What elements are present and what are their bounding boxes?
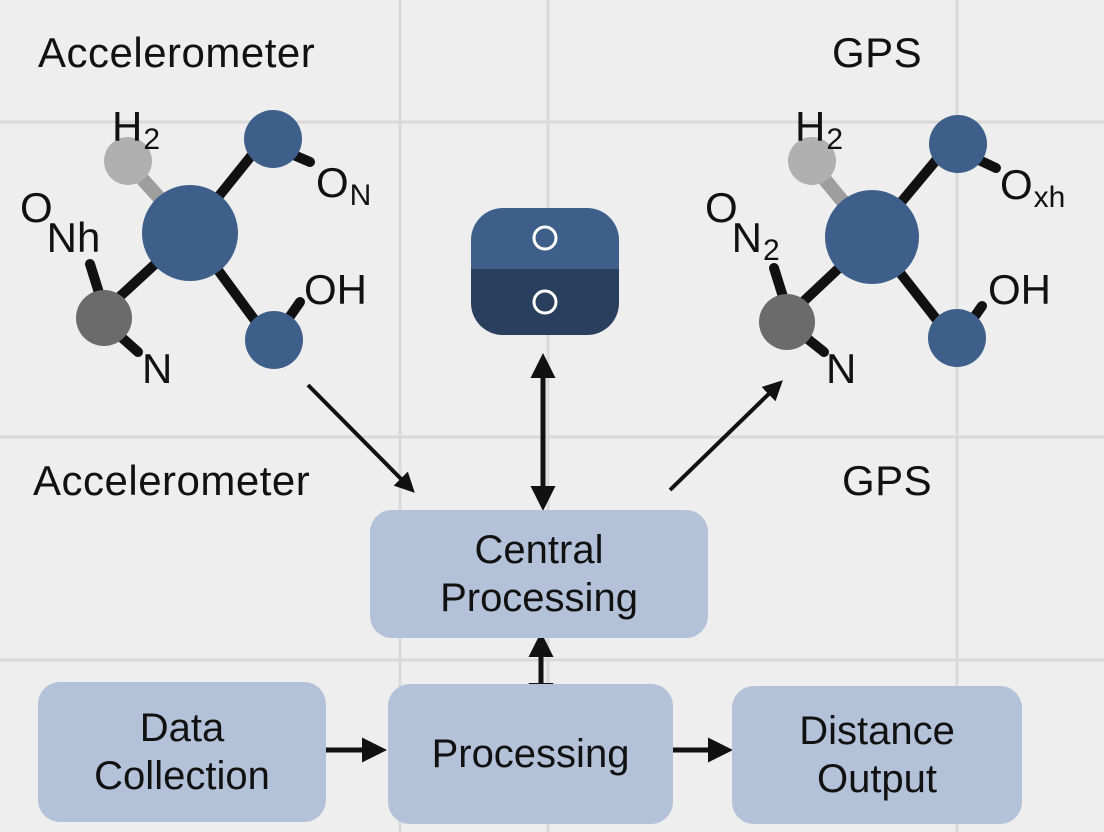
right-center-atom: [825, 190, 919, 284]
data-collection-line2: Collection: [94, 754, 270, 798]
right-h-atom: [788, 137, 836, 185]
left-h-atom: [104, 137, 152, 185]
sensor-device-icon: [471, 208, 619, 335]
distance-output-line1: Distance: [799, 709, 955, 753]
processing-box: Processing: [388, 684, 673, 824]
left-on-label: ON: [316, 159, 372, 212]
accelerometer-label-top: Accelerometer: [38, 29, 316, 76]
gps-label-top: GPS: [832, 29, 923, 76]
left-onh-label: ONh: [20, 184, 101, 261]
right-top-atom: [929, 115, 987, 173]
right-oxh-label: Oxh: [1000, 161, 1066, 214]
left-top-atom: [244, 110, 302, 168]
distance-output-box: Distance Output: [732, 686, 1022, 824]
central-processing-line1: Central: [474, 528, 604, 572]
gps-label-mid: GPS: [842, 457, 933, 504]
accelerometer-label-mid: Accelerometer: [33, 457, 311, 504]
right-h2-label: H2: [795, 103, 844, 156]
central-processing-box: Central Processing: [370, 510, 708, 638]
central-processing-line2: Processing: [440, 576, 638, 620]
right-oh-label: OH: [988, 266, 1051, 313]
left-center-atom: [142, 185, 238, 281]
left-bottom-atom: [245, 311, 303, 369]
arrow-accelerometer-to-central: [306, 383, 415, 493]
right-bottom-atom: [928, 309, 986, 367]
data-collection-line1: Data: [139, 706, 225, 750]
left-n-atom: [76, 290, 132, 346]
left-n-label: N: [142, 345, 173, 392]
right-on2-label: ON2: [705, 184, 780, 267]
right-n-label: N: [826, 345, 857, 392]
left-oh-label: OH: [304, 266, 367, 313]
distance-output-line2: Output: [816, 757, 938, 801]
arrow-central-to-gps: [668, 380, 783, 492]
left-h2-label: H2: [112, 103, 161, 156]
data-collection-box: Data Collection: [38, 682, 326, 822]
processing-label: Processing: [431, 732, 630, 776]
right-n-atom: [759, 294, 815, 350]
